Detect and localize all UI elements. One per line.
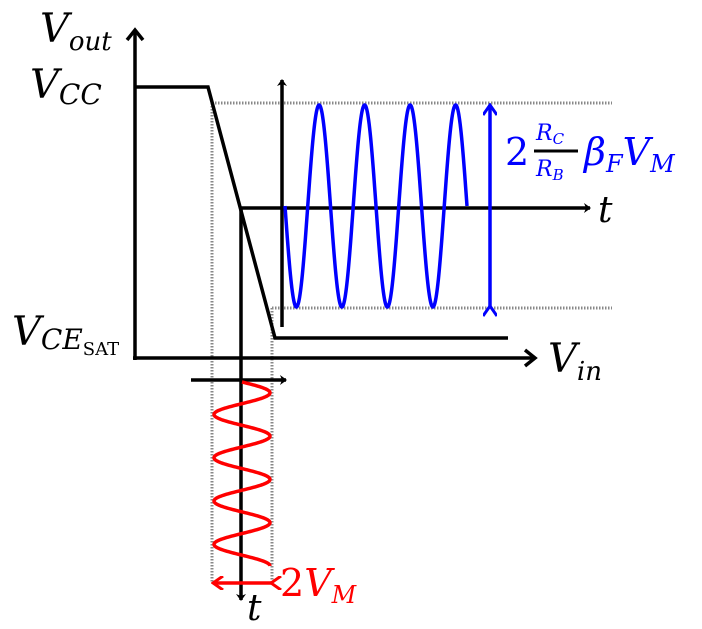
guide-lines: [210, 101, 612, 583]
input-sine-wave: [212, 380, 272, 567]
vcc-label: VCC: [30, 62, 102, 111]
svg-text:βFVM: βFVM: [582, 130, 676, 178]
x-axis-label: Vin: [548, 336, 602, 387]
output-sine-wave: [283, 103, 469, 309]
output-amplitude-label: 2 RC RB βFVM: [505, 121, 676, 184]
svg-text:2: 2: [505, 130, 529, 174]
vcesat-label: VCESAT: [12, 309, 119, 360]
svg-text:RC: RC: [535, 121, 565, 148]
svg-text:RB: RB: [535, 157, 564, 184]
input-time-label: t: [247, 588, 262, 629]
output-time-label: t: [598, 190, 613, 231]
y-axis-label: Vout: [40, 6, 112, 57]
input-amplitude-label: 2VM: [280, 561, 358, 609]
